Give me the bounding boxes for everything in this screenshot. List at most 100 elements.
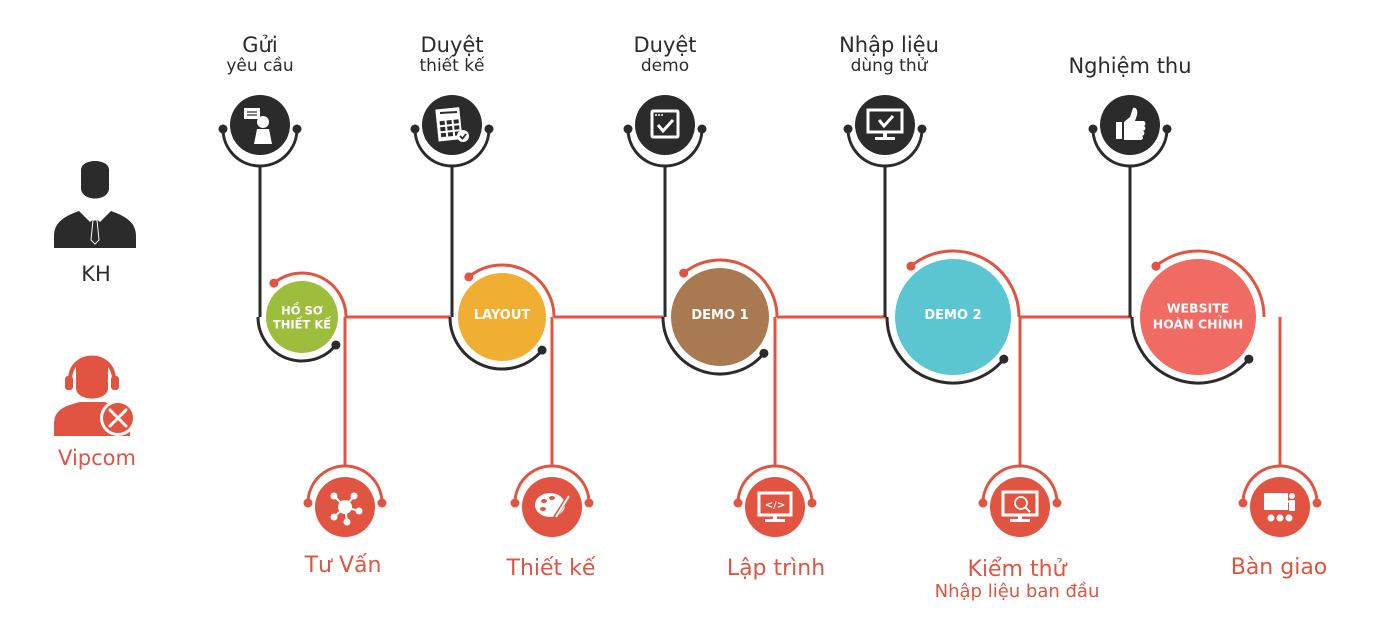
milestones (256, 249, 1266, 385)
window-check-icon (623, 95, 707, 168)
actor-customer-label: KH (81, 262, 111, 286)
milestone-title: HỒ SƠ (281, 303, 323, 318)
thumb (1124, 107, 1146, 140)
paint-brush (555, 495, 570, 518)
milestone-circle (266, 281, 338, 353)
audience-member (1276, 514, 1284, 522)
cradle-endpoint (377, 498, 387, 508)
customer-step-subtitle: dùng thử (850, 56, 928, 77)
code-glyph: </> (765, 500, 785, 511)
customer-step-subtitle: demo (640, 56, 690, 77)
cradle-endpoint (1162, 124, 1172, 134)
audience-member (1267, 514, 1275, 522)
red-arc (1154, 249, 1266, 318)
cradle-endpoint (292, 124, 302, 134)
customer-step-title: Nghiệm thu (1068, 54, 1192, 78)
milestone-title: LAYOUT (473, 307, 531, 323)
support-agent-tools-icon (54, 355, 136, 436)
red-arc (909, 249, 1021, 318)
user-body (254, 129, 272, 144)
check-mark (656, 118, 675, 134)
customer-step-label: Nghiệm thu (1068, 54, 1191, 78)
cradle-endpoint (697, 124, 707, 134)
customer-step-title: Duyệt (633, 33, 697, 57)
magnifier (1014, 496, 1028, 510)
monitor-check-icon (843, 95, 927, 168)
customer-step-label: Duyệt demo (633, 33, 696, 77)
cradle-endpoint (584, 498, 594, 508)
vendor-step-title: Thiết kế (506, 556, 596, 581)
check-badge (457, 130, 469, 142)
cradle-arc (1091, 128, 1169, 168)
cradle-endpoint (623, 124, 633, 134)
milestone-5 (1130, 249, 1266, 385)
cradle-endpoint (917, 124, 927, 134)
arc-endpoint (537, 345, 547, 355)
customer-step-label: Nhập liệu dùng thử (839, 33, 939, 77)
milestone-label: HỒ SƠ THIẾT KẾ (273, 304, 331, 333)
milestone-label: WEBSITE HOÀN CHỈNH (1153, 300, 1243, 331)
arc-endpoint (269, 278, 279, 288)
milestone-2 (448, 263, 556, 371)
milestone-circle (458, 273, 546, 361)
cradle-arc (626, 128, 704, 168)
check-mark (877, 114, 895, 129)
monitor-search-icon (978, 464, 1062, 537)
design-approval-icon (410, 95, 494, 168)
cradle-arc (981, 464, 1059, 504)
vendor-step-title: Tư Vấn (304, 553, 382, 578)
milestone-title: WEBSITE (1166, 300, 1230, 316)
cradle-arc (1241, 464, 1319, 504)
milestone-title: DEMO 2 (924, 307, 982, 323)
cradle-arc (513, 464, 591, 504)
vendor-step-title: Bàn giao (1230, 555, 1328, 580)
cradle-endpoint (843, 124, 853, 134)
cradle-endpoint (410, 124, 420, 134)
milestone-label: LAYOUT (474, 308, 531, 324)
actor-vendor-label: Vipcom (58, 446, 136, 470)
network-center (338, 500, 352, 514)
monitor-stand (1010, 519, 1030, 522)
cradle-endpoint (1088, 124, 1098, 134)
thumb-cuff (1116, 122, 1122, 139)
icon-disc (635, 95, 695, 155)
cradle-endpoint (807, 498, 817, 508)
milestone-3 (661, 258, 779, 376)
presentation-board-icon (1238, 464, 1322, 537)
milestone-subtitle: THIẾT KẾ (272, 318, 332, 332)
arc-endpoint (759, 348, 769, 358)
red-arc (467, 263, 556, 318)
dark-arc (256, 316, 338, 363)
vendor-step-label: Kiểm thử Nhập liệu ban đầu (935, 557, 1100, 603)
milestone-circle (1140, 259, 1256, 375)
cradle-endpoint (510, 498, 520, 508)
vendor-step-title: Kiểm thử (967, 557, 1067, 582)
monitor-code-icon: </> (733, 464, 817, 537)
milestone-4 (885, 249, 1021, 385)
network-node (350, 492, 358, 500)
customer-step-label: Duyệt thiết kế (420, 33, 485, 77)
network-hub-icon (303, 464, 387, 537)
vertical-connectors (258, 167, 1282, 465)
network-node (355, 507, 363, 515)
user-head (257, 116, 269, 128)
audience-member (1285, 514, 1293, 522)
cradle-endpoint (733, 498, 743, 508)
red-arc (272, 271, 348, 318)
customer-step-subtitle: thiết kế (419, 56, 485, 77)
arc-endpoint (331, 340, 341, 350)
vendor-step-label: Bàn giao (1231, 555, 1328, 580)
arc-endpoint (999, 354, 1009, 364)
vendor-step-subtitle: Nhập liệu ban đầu (934, 581, 1100, 603)
vendor-step-icons: </> (303, 464, 1322, 537)
window-frame (650, 109, 680, 139)
milestone-circle (671, 268, 769, 366)
dark-arc (661, 316, 766, 376)
network-node (343, 518, 351, 526)
customer-step-subtitle: yêu cầu (226, 56, 294, 77)
customer-step-icons (218, 95, 1172, 168)
paint-palette-icon (510, 464, 594, 537)
arc-endpoint (1244, 354, 1254, 364)
monitor-stand (765, 519, 785, 522)
arc-endpoint (464, 272, 474, 282)
